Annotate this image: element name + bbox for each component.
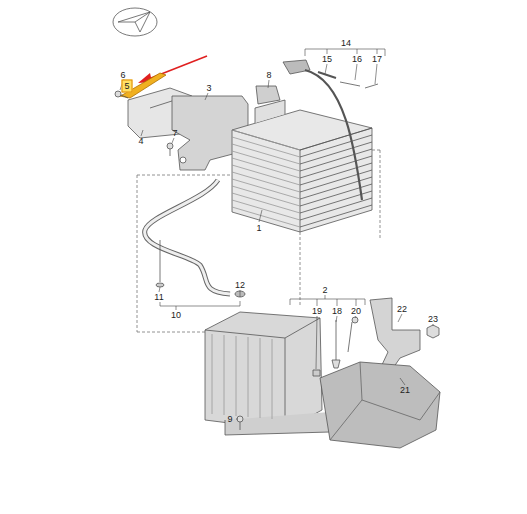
callout-number: 1 [256, 224, 261, 233]
view-icon [113, 8, 157, 36]
callout-number: 12 [235, 281, 245, 290]
canister-housing [205, 312, 330, 435]
cable [283, 60, 378, 200]
callout-number: 3 [206, 84, 211, 93]
callout-number: 15 [322, 55, 332, 64]
nut [427, 325, 439, 338]
callout-number: 4 [138, 137, 143, 146]
carbon-canister [232, 100, 372, 232]
callout-number: 23 [428, 315, 438, 324]
callout-number: 6 [120, 71, 125, 80]
callout-number: 16 [352, 55, 362, 64]
callout-number: 14 [341, 39, 351, 48]
callout-number: 20 [351, 307, 361, 316]
callout-number: 22 [397, 305, 407, 314]
cap [256, 86, 280, 104]
highlight-arrow [138, 56, 207, 83]
callout-number: 8 [266, 71, 271, 80]
screw [237, 416, 243, 430]
callout-number: 11 [154, 293, 163, 302]
callout-number: 18 [332, 307, 342, 316]
assembly-lines [137, 150, 380, 332]
callout-number: 17 [372, 55, 382, 64]
callout-number: 7 [172, 129, 177, 138]
callout-number: 9 [227, 415, 232, 424]
callout-number: 19 [312, 307, 322, 316]
callout-number: 2 [322, 286, 327, 295]
callout-number: 5 [124, 81, 129, 91]
callout-number: 21 [400, 386, 410, 395]
leader-lines [120, 64, 433, 419]
highlighted-callout: 5 [121, 80, 132, 93]
callout-number: 10 [171, 311, 181, 320]
shield [320, 362, 440, 448]
group-brackets [160, 49, 385, 310]
screw [167, 143, 173, 156]
hose [145, 180, 245, 297]
